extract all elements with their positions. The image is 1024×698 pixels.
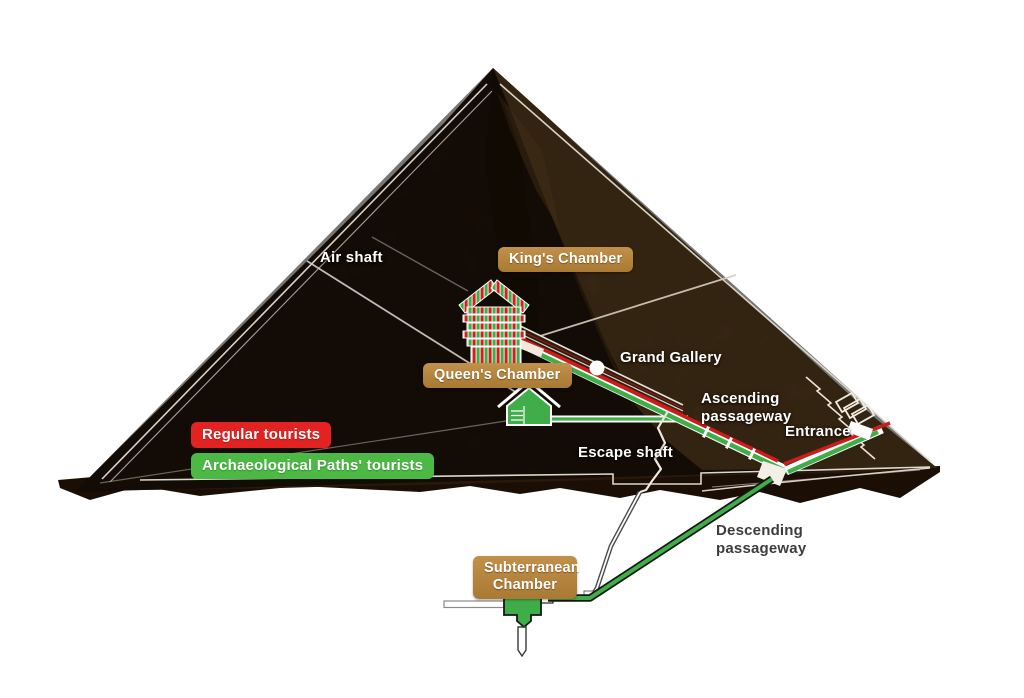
subterranean-chamber-shape: [503, 589, 542, 629]
bottom-right-casing: [701, 467, 931, 492]
granite-plug-tick: [748, 447, 756, 461]
base-line: [139, 466, 931, 485]
queens-chamber-ladder: [511, 406, 525, 425]
cut-plane-line: [99, 420, 507, 484]
granite-plug-tick: [702, 425, 710, 439]
bottom-right-casing-inner: [711, 469, 921, 488]
descending-passageway-label: Descending passageway: [716, 522, 807, 557]
air-shaft-line-kings-south: [523, 274, 737, 342]
air-shaft-label: Air shaft: [320, 249, 383, 266]
escape-shaft-line: [639, 410, 669, 494]
grand-gallery-dot: [589, 360, 605, 376]
escape-shaft-label: Escape shaft: [578, 444, 673, 461]
texture-overlay: [75, 68, 937, 492]
kings-chamber-label: King's Chamber: [498, 247, 634, 273]
granite-plug-tick: [725, 436, 733, 450]
entrance-structure: [834, 391, 876, 440]
subterranean-chamber-label: Subterranean Chamber: [473, 556, 580, 599]
grand-gallery-label: Grand Gallery: [620, 349, 722, 366]
subterranean-west-passage: [443, 600, 505, 609]
entrance-label: Entrance: [785, 423, 851, 440]
legend-archaeological-paths-tourists: Archaeological Paths' tourists: [191, 453, 435, 479]
legend-regular-tourists: Regular tourists: [191, 422, 332, 448]
ascending-route-red: [512, 333, 779, 463]
queens-chamber-label: Queen's Chamber: [423, 363, 572, 389]
stepped-casing-entrance: [805, 376, 876, 460]
left-casing-line-inner: [109, 90, 493, 483]
left-casing-line: [101, 83, 488, 480]
subterranean-pit-shaft: [517, 626, 527, 658]
air-shaft-line-kings-north: [371, 236, 469, 292]
entrance-route-green: [787, 429, 879, 475]
ascending-passageway-label: Ascending passageway: [701, 390, 792, 425]
